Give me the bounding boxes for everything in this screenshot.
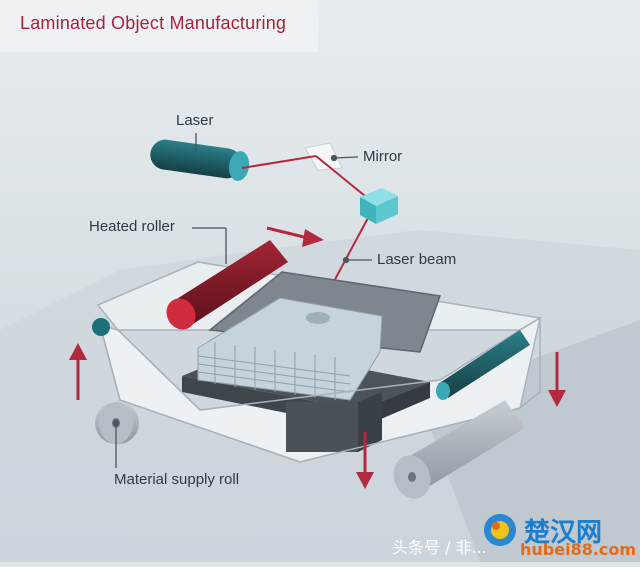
direction-arrows xyxy=(69,226,566,489)
belt-front-edge xyxy=(98,316,541,463)
label-material-supply-roll: Material supply roll xyxy=(114,471,240,488)
watermark-caption: 头条号 / 非... xyxy=(392,538,487,557)
laser-unit xyxy=(150,139,250,181)
label-laser-beam: Laser beam xyxy=(377,251,457,268)
leader-lines xyxy=(112,133,372,468)
belt-roller-right xyxy=(436,330,530,400)
title-band xyxy=(0,0,318,52)
take-up-roll xyxy=(393,400,525,499)
belt-roller-left xyxy=(92,318,110,336)
watermark-url: hubei88.com xyxy=(520,540,637,559)
arrow-up-left xyxy=(69,343,87,400)
mirror xyxy=(304,142,343,171)
arrow-down-right xyxy=(548,352,566,407)
watermark-brand: 楚汉网 xyxy=(524,518,603,548)
label-mirror: Mirror xyxy=(363,148,403,165)
scanner-cube xyxy=(360,188,398,224)
laminated-part xyxy=(197,297,383,401)
arrow-right-roller xyxy=(266,226,324,247)
heated-roller xyxy=(166,240,288,330)
watermark-logo xyxy=(484,514,516,546)
label-heated-roller: Heated roller xyxy=(89,218,175,235)
arrow-down-platform xyxy=(356,432,374,489)
page-title: Laminated Object Manufacturing xyxy=(20,13,287,33)
label-laser: Laser xyxy=(176,112,214,129)
